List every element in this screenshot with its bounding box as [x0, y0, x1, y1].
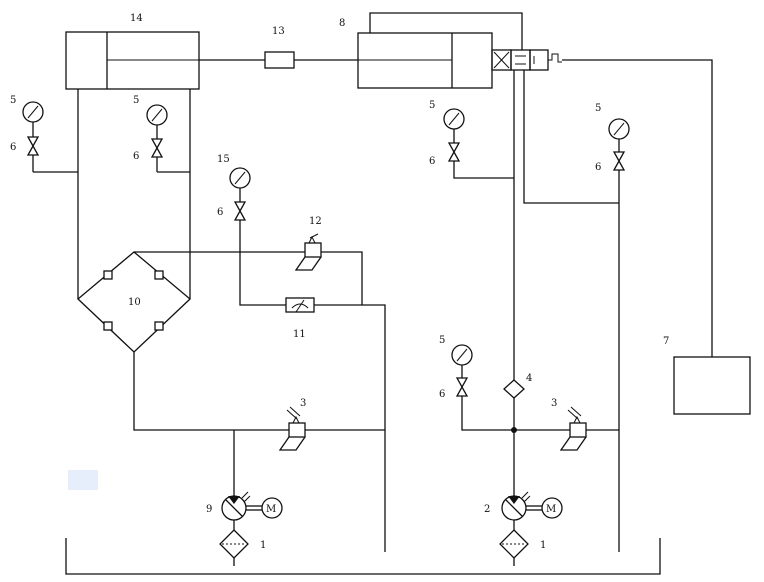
- needle-valve-r3: [455, 377, 469, 397]
- filter-right: [499, 529, 529, 566]
- label-gauge-r1: 5: [429, 100, 435, 111]
- label-gauge-r3: 5: [439, 335, 445, 346]
- label-pump-2: 2: [484, 504, 490, 515]
- needle-valve-mid: [233, 201, 247, 221]
- label-pump-9: 9: [206, 504, 212, 515]
- motor-left: M: [261, 497, 283, 519]
- pressure-gauge-15: [229, 167, 251, 202]
- pump-2: [501, 491, 542, 521]
- label-flow-valve-11: 11: [293, 329, 306, 340]
- svg-text:M: M: [546, 504, 556, 515]
- signal-line-controller: [562, 59, 713, 357]
- pressure-gauge-left-outer: [22, 101, 44, 137]
- relief-valve-3-right: [559, 406, 587, 451]
- label-controller-7: 7: [663, 336, 669, 347]
- filter-left: [219, 529, 249, 566]
- label-valve-r2: 6: [595, 162, 601, 173]
- label-bridge-10: 10: [128, 297, 141, 308]
- gauge15-line: [239, 220, 286, 306]
- watermark-logo: [68, 470, 98, 490]
- right-main-line: [461, 396, 619, 431]
- label-relief-3-left: 3: [300, 398, 306, 409]
- label-gauge-tl-left: 5: [10, 95, 16, 106]
- cylinder-14: [65, 31, 200, 90]
- label-valve-tl-right: 6: [133, 151, 139, 162]
- label-relief-12: 12: [309, 216, 322, 227]
- label-filter-right: 1: [540, 540, 546, 551]
- relief-valve-3-left: [278, 406, 306, 451]
- label-cylinder-14: 14: [130, 13, 143, 24]
- label-valve-mid: 6: [217, 207, 223, 218]
- label-valve-tl-left: 6: [10, 142, 16, 153]
- svg-text:M: M: [266, 504, 276, 515]
- label-relief-3-right: 3: [551, 398, 557, 409]
- label-gauge-15: 15: [217, 154, 230, 165]
- flow-line-to-tank: [314, 304, 386, 552]
- controller-7: [673, 356, 751, 415]
- pressure-gauge-left-inner: [146, 104, 168, 139]
- pressure-gauge-r2: [608, 118, 630, 152]
- relief-valve-12: [294, 233, 322, 271]
- gauge-r1-branch: [453, 161, 514, 179]
- needle-valve-r2: [612, 151, 626, 171]
- label-gauge-tl-right: 5: [133, 95, 139, 106]
- coupling-13: [264, 51, 295, 69]
- cylinder-8: [357, 32, 493, 89]
- label-filter-left: 1: [260, 540, 266, 551]
- label-valve-r3: 6: [439, 389, 445, 400]
- pressure-gauge-r1: [443, 108, 465, 143]
- motor-right: M: [541, 497, 563, 519]
- pressure-gauge-r3: [451, 344, 473, 378]
- flow-control-valve-11: [285, 297, 315, 313]
- needle-valve-left-inner: [150, 138, 164, 172]
- oil-tank: [65, 538, 661, 575]
- label-cylinder-8: 8: [339, 18, 345, 29]
- label-gauge-r2: 5: [595, 103, 601, 114]
- label-check-valve-4: 4: [526, 373, 532, 384]
- needle-valve-left-outer: [26, 136, 40, 172]
- directional-valve: [491, 49, 562, 71]
- return-line-top: [369, 12, 523, 50]
- check-valve-4: [503, 379, 525, 430]
- bridge-bottom-line: [133, 352, 385, 431]
- needle-valve-r1: [447, 142, 461, 162]
- label-coupling-13: 13: [272, 26, 285, 37]
- bridge-top-line: [134, 251, 363, 305]
- pump-9: [221, 491, 262, 521]
- valve-port-b-line: [523, 70, 619, 204]
- label-valve-r1: 6: [429, 156, 435, 167]
